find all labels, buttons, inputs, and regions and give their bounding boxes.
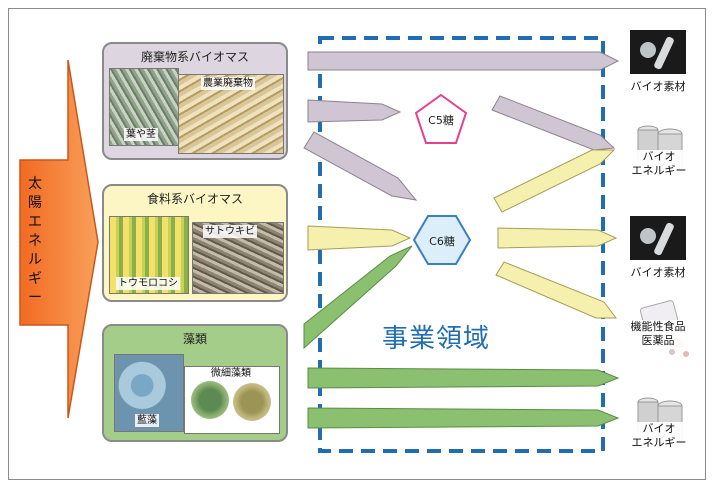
solar-energy-arrow: [19, 59, 99, 419]
arrow-algae-to-energy-upper: [307, 367, 620, 389]
output-3-line1: バイオ素材: [630, 266, 686, 279]
solar-char: ギ: [28, 271, 42, 287]
agri-waste-label: 農業廃棄物: [201, 77, 255, 90]
output-label-2: バイオ エネルギー: [624, 150, 694, 178]
agri-waste-photo: 農業廃棄物: [178, 74, 284, 154]
food-biomass-title: 食料系バイオマス: [146, 192, 243, 206]
bio-material-icon: [630, 30, 686, 74]
algae-box: 藻類 藍藻 微細藻類: [102, 324, 288, 442]
solar-char: ル: [28, 252, 42, 268]
arrow-algae-to-c6: [303, 245, 413, 350]
microalgae-cell-brown: [233, 383, 271, 421]
microalgae-cell-green: [191, 381, 229, 419]
output-label-4: 機能性食品 医薬品: [620, 320, 696, 348]
output-5-line1: バイオ: [642, 422, 676, 435]
blue-green-algae-label: 藍藻: [135, 414, 159, 427]
solar-char: ネ: [28, 233, 42, 249]
sugarcane-photo: サトウキビ: [192, 222, 284, 294]
arrow-c6-to-energy: [493, 149, 616, 213]
microalgae-label: 微細藻類: [209, 367, 253, 380]
arrow-algae-to-energy-lower: [307, 407, 620, 429]
leaves-stems-label: 葉や茎: [124, 128, 158, 141]
corn-label: トウモロコシ: [116, 277, 180, 290]
bio-material-icon: [630, 216, 686, 260]
output-2-line2: エネルギー: [631, 164, 687, 177]
sugarcane-label: サトウキビ: [203, 225, 257, 238]
waste-biomass-title: 廃棄物系バイオマス: [140, 50, 249, 64]
output-4-line1: 機能性食品: [630, 320, 686, 333]
c5-sugar-label: C5糖: [428, 114, 454, 127]
output-5-line2: エネルギー: [631, 436, 687, 449]
corn-photo: トウモロコシ: [109, 216, 189, 294]
arrow-waste-to-material: [307, 51, 620, 71]
arrow-c5-to-energy: [491, 95, 616, 151]
output-label-3: バイオ素材: [620, 266, 696, 280]
arrow-c6-to-food: [495, 261, 617, 319]
output-label-1: バイオ素材: [620, 80, 696, 94]
arrow-waste-to-c6: [303, 131, 418, 201]
algae-title: 藻類: [182, 332, 207, 346]
solar-char: ー: [28, 290, 42, 306]
arrow-c6-to-material: [497, 227, 618, 249]
business-domain-border: [318, 36, 605, 453]
leaves-stems-photo: 葉や茎: [109, 68, 179, 146]
c6-sugar-hexagon: [412, 215, 472, 265]
solar-char: 太: [28, 176, 42, 192]
arrow-food-to-c6: [307, 225, 412, 251]
output-2-line1: バイオ: [642, 150, 676, 163]
blue-green-algae-photo: 藍藻: [114, 354, 184, 432]
waste-biomass-box: 廃棄物系バイオマス 葉や茎 農業廃棄物: [102, 42, 288, 160]
microalgae-photo: 微細藻類: [184, 366, 280, 434]
solar-char: エ: [28, 214, 42, 230]
output-label-5: バイオ エネルギー: [624, 422, 694, 450]
business-domain-label: 事業領域: [382, 324, 491, 354]
solar-energy-label: 太 陽 エ ネ ル ギ ー: [22, 175, 48, 308]
c6-sugar-label: C6糖: [429, 235, 455, 248]
food-biomass-box: 食料系バイオマス トウモロコシ サトウキビ: [102, 184, 288, 302]
solar-char: 陽: [28, 195, 42, 211]
output-4-line2: 医薬品: [641, 334, 675, 347]
arrow-waste-to-c5: [307, 99, 402, 123]
output-1-line1: バイオ素材: [630, 80, 686, 93]
c5-sugar-pentagon: [414, 93, 468, 144]
